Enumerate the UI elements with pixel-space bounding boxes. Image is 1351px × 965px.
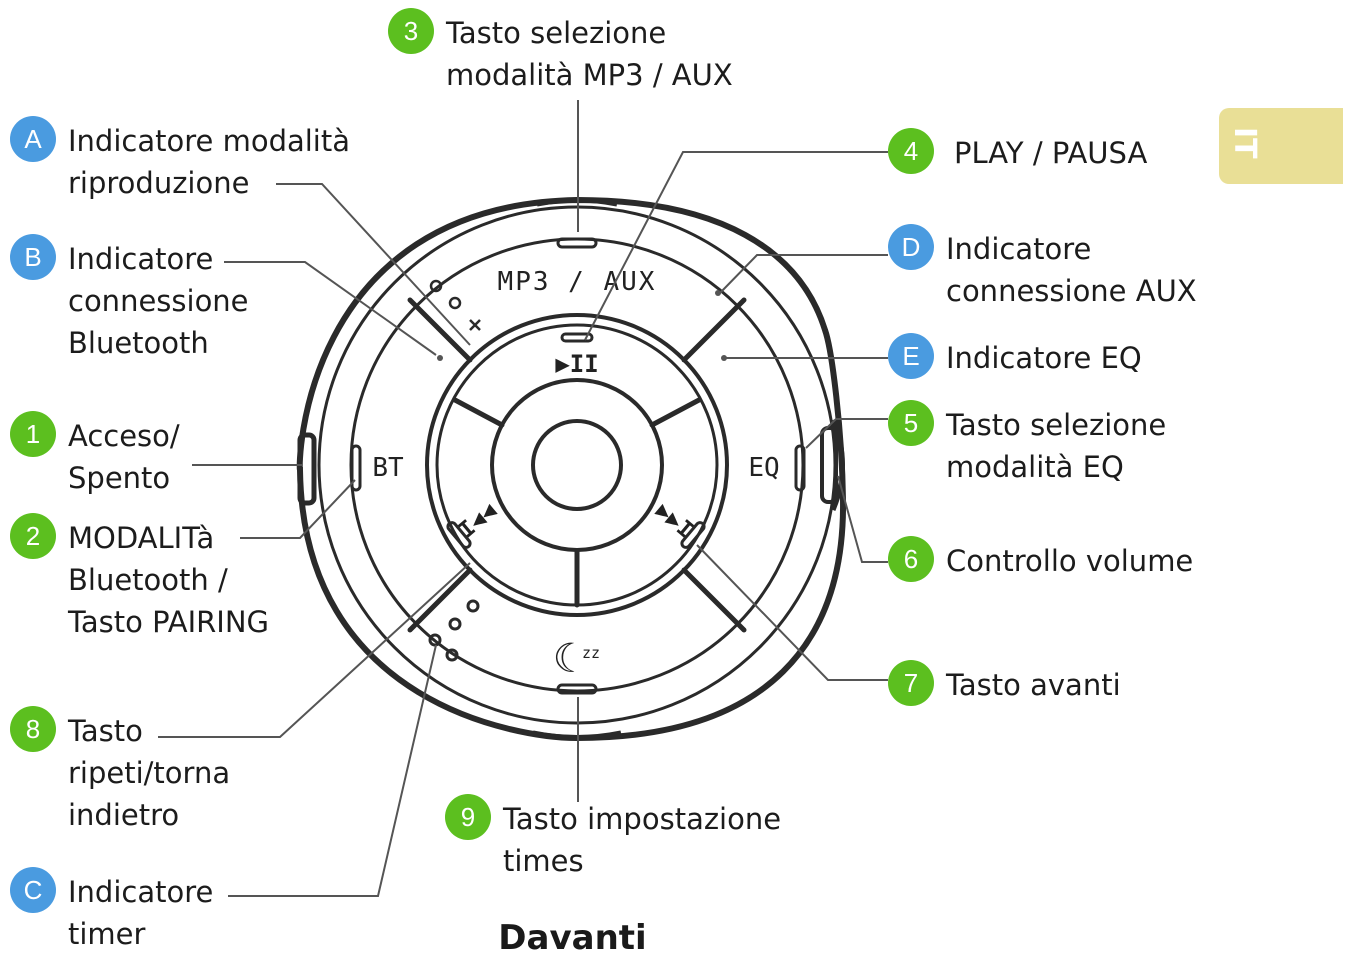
badge-7: 7	[888, 660, 934, 706]
leader-6	[837, 475, 888, 563]
callout-9-label: Tasto impostazione times	[503, 798, 781, 882]
badge-6: 6	[888, 536, 934, 582]
callout-e: E Indicatore EQ	[888, 333, 1142, 379]
language-tab	[1219, 108, 1343, 184]
eq-label: EQ	[748, 453, 779, 483]
leader-7	[696, 544, 888, 681]
play-pause-icon[interactable]: ▶II	[555, 350, 598, 378]
control-ring-outer	[425, 313, 729, 617]
callout-8: 8 Tasto ripeti/torna indietro	[10, 706, 230, 836]
callout-e-line-1: Indicatore EQ	[946, 341, 1142, 375]
callout-8-line-3: indietro	[68, 798, 180, 832]
callout-d-label: Indicatore connessione AUX	[946, 228, 1197, 312]
callout-3-label: Tasto selezione modalità MP3 / AUX	[446, 12, 733, 96]
inner-band-dividers	[452, 397, 702, 608]
callout-1-line-1: Acceso/	[68, 419, 180, 453]
callout-2: 2 MODALITà Bluetooth / Tasto PAIRING	[10, 513, 269, 643]
callout-3-line-2: modalità MP3 / AUX	[446, 58, 733, 92]
outer-band-dividers	[407, 297, 747, 633]
callout-b-line-2: connessione	[68, 284, 249, 318]
callout-5-line-1: Tasto selezione	[946, 408, 1167, 442]
callout-2-line-3: Tasto PAIRING	[68, 605, 270, 639]
badge-3: 3	[388, 8, 434, 54]
callout-3: 3 Tasto selezione modalità MP3 / AUX	[388, 8, 733, 96]
badge-9: 9	[445, 794, 491, 840]
callout-5: 5 Tasto selezione modalità EQ	[888, 400, 1166, 488]
callout-9: 9 Tasto impostazione times	[445, 794, 781, 882]
callout-6-label: Controllo volume	[946, 540, 1193, 582]
callout-7-label: Tasto avanti	[946, 664, 1121, 706]
badge-1: 1	[10, 411, 56, 457]
callout-d-line-2: connessione AUX	[946, 274, 1197, 308]
indicator-slots	[350, 237, 806, 695]
callout-c-line-2: timer	[68, 917, 146, 951]
volume-wheel[interactable]	[830, 419, 845, 511]
callout-1: 1 Acceso/ Spento	[10, 411, 180, 499]
callout-6-line-1: Controllo volume	[946, 544, 1194, 578]
callout-a: A Indicatore modalità riproduzione	[10, 116, 350, 204]
callout-4-label: PLAY / PAUSA	[954, 132, 1147, 174]
sleep-moon-icon[interactable]: ☾	[553, 636, 577, 682]
callout-1-line-2: Spento	[68, 461, 171, 495]
leader-5	[805, 418, 888, 449]
callout-b: B Indicatore connessione Bluetooth	[10, 234, 249, 364]
leader-4	[584, 151, 888, 341]
sleep-z-icon: zz	[582, 644, 600, 662]
callout-1-label: Acceso/ Spento	[68, 415, 180, 499]
callout-8-label: Tasto ripeti/torna indietro	[68, 710, 230, 836]
badge-2: 2	[10, 513, 56, 559]
callout-a-line-2: riproduzione	[68, 166, 250, 200]
figure-caption: Davanti	[498, 918, 647, 958]
leader-2	[240, 479, 356, 539]
callout-2-line-2: Bluetooth /	[68, 563, 228, 597]
leader-a	[276, 183, 471, 346]
callout-d: D Indicatore connessione AUX	[888, 224, 1197, 312]
callout-c: C Indicatore timer	[10, 867, 213, 955]
callout-a-label: Indicatore modalità riproduzione	[68, 120, 350, 204]
callout-9-line-2: times	[503, 844, 584, 878]
leader-line-group	[158, 100, 888, 897]
callout-2-label: MODALITà Bluetooth / Tasto PAIRING	[68, 517, 269, 643]
callout-b-label: Indicatore connessione Bluetooth	[68, 238, 249, 364]
callout-7: 7 Tasto avanti	[888, 660, 1121, 706]
callout-8-line-1: Tasto	[68, 714, 143, 748]
mp3-aux-label: MP3 / AUX	[498, 267, 657, 297]
leader-8	[158, 562, 471, 738]
leader-d	[719, 254, 888, 294]
center-button[interactable]	[531, 419, 623, 511]
bt-label: BT	[372, 453, 404, 483]
badge-8: 8	[10, 706, 56, 752]
badge-4: 4	[888, 128, 934, 174]
callout-6: 6 Controllo volume	[888, 536, 1193, 582]
leader-b	[224, 261, 437, 356]
badge-b: B	[10, 234, 56, 280]
callout-9-line-1: Tasto impostazione	[503, 802, 782, 836]
badge-c: C	[10, 867, 56, 913]
callout-4: 4 PLAY / PAUSA	[888, 128, 1147, 174]
callout-d-line-1: Indicatore	[946, 232, 1092, 266]
callout-5-label: Tasto selezione modalità EQ	[946, 404, 1166, 488]
badge-e: E	[888, 333, 934, 379]
playback-mode-icons	[429, 279, 481, 331]
leader-c	[228, 644, 437, 897]
callout-c-label: Indicatore timer	[68, 871, 213, 955]
callout-a-line-1: Indicatore modalità	[68, 124, 350, 158]
callout-c-line-1: Indicatore	[68, 875, 214, 909]
callout-b-line-3: Bluetooth	[68, 326, 209, 360]
callout-2-line-1: MODALITà	[68, 521, 215, 555]
callout-3-line-1: Tasto selezione	[446, 16, 667, 50]
power-switch[interactable]	[297, 432, 317, 506]
badge-5: 5	[888, 400, 934, 446]
badge-d: D	[888, 224, 934, 270]
callout-4-line-1: PLAY / PAUSA	[954, 136, 1148, 170]
callout-5-line-2: modalità EQ	[946, 450, 1124, 484]
callout-e-label: Indicatore EQ	[946, 337, 1142, 379]
callout-7-line-1: Tasto avanti	[946, 668, 1121, 702]
callout-8-line-2: ripeti/torna	[68, 756, 231, 790]
badge-a: A	[10, 116, 56, 162]
callout-b-line-1: Indicatore	[68, 242, 214, 276]
device-outer-shell	[296, 196, 847, 742]
